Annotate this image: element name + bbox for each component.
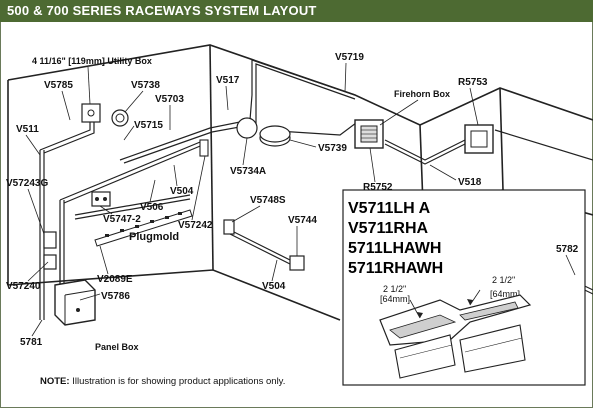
label-utility-box: 4 11/16" [119mm] Utility Box bbox=[32, 56, 152, 66]
raceway-layout-diagram: V5711LH A V5711RHA 5711LHAWH 5711RHAWH 2… bbox=[6, 44, 593, 386]
label-r5753: R5753 bbox=[458, 77, 488, 88]
label-v511: V511 bbox=[16, 124, 39, 135]
label-r5752: R5752 bbox=[363, 182, 393, 193]
label-v517: V517 bbox=[216, 75, 240, 86]
label-v504-b: V504 bbox=[262, 281, 286, 292]
connector-box-icon bbox=[199, 139, 209, 157]
label-panel-box: Panel Box bbox=[95, 342, 139, 352]
callout-labels: 4 11/16" [119mm] Utility Box V5785 V5738… bbox=[6, 52, 579, 352]
label-v5786: V5786 bbox=[101, 291, 130, 302]
label-v5703: V5703 bbox=[155, 94, 184, 105]
label-v57242: V57242 bbox=[178, 220, 213, 231]
corner-fitting-drawing bbox=[379, 289, 532, 379]
dim-left-mm: [64mm] bbox=[380, 294, 410, 304]
label-v5719: V5719 bbox=[335, 52, 364, 63]
label-v5739: V5739 bbox=[318, 143, 347, 154]
corner-fitting-inset: V5711LH A V5711RHA 5711LHAWH 5711RHAWH 2… bbox=[342, 189, 586, 386]
label-firehorn-box: Firehorn Box bbox=[394, 89, 450, 99]
note-text: Illustration is for showing product appl… bbox=[69, 376, 286, 387]
label-v2089e: V2089E bbox=[97, 274, 133, 285]
label-v506: V506 bbox=[140, 202, 164, 213]
label-v57240: V57240 bbox=[6, 281, 41, 292]
label-5781: 5781 bbox=[20, 337, 43, 348]
dim-right-inches: 2 1/2" bbox=[492, 275, 515, 285]
note-prefix: NOTE: bbox=[40, 376, 70, 387]
label-v5747-2: V5747-2 bbox=[103, 214, 141, 225]
page-title: 500 & 700 SERIES RACEWAYS SYSTEM LAYOUT bbox=[0, 0, 593, 22]
label-plugmold: Plugmold bbox=[129, 231, 179, 243]
wall-outlet-icon bbox=[223, 219, 305, 271]
inset-part-3: 5711LHAWH bbox=[348, 240, 441, 257]
ceiling-fixture-icon bbox=[111, 109, 129, 127]
label-v504-a: V504 bbox=[170, 186, 194, 197]
r5753-box-icon bbox=[464, 124, 494, 154]
panel-box-icon bbox=[54, 279, 96, 326]
label-v5715: V5715 bbox=[134, 120, 163, 131]
switch-box-icon bbox=[43, 231, 57, 270]
firehorn-box-icon bbox=[354, 119, 384, 149]
inset-part-4: 5711RHAWH bbox=[348, 260, 443, 277]
utility-box-icon bbox=[81, 103, 101, 123]
label-v57243g: V57243G bbox=[6, 178, 48, 189]
round-box-icon bbox=[259, 125, 291, 147]
label-5782: 5782 bbox=[556, 244, 579, 255]
device-box-icon bbox=[91, 191, 111, 207]
label-v5738: V5738 bbox=[131, 80, 160, 91]
inset-part-1: V5711LH A bbox=[348, 200, 431, 217]
illustration-note: NOTE: Illustration is for showing produc… bbox=[40, 376, 285, 387]
dim-left-inches: 2 1/2" bbox=[383, 284, 406, 294]
leader-lines bbox=[25, 62, 576, 337]
dim-right-mm: [64mm] bbox=[490, 289, 520, 299]
fixture-globe-icon bbox=[236, 117, 258, 139]
label-v518: V518 bbox=[458, 177, 482, 188]
inset-part-2: V5711RHA bbox=[348, 220, 428, 237]
label-v5734a: V5734A bbox=[230, 166, 266, 177]
plugmold-strip bbox=[94, 209, 193, 247]
label-v5744: V5744 bbox=[288, 215, 317, 226]
label-v5785: V5785 bbox=[44, 80, 73, 91]
label-v5748s: V5748S bbox=[250, 195, 286, 206]
